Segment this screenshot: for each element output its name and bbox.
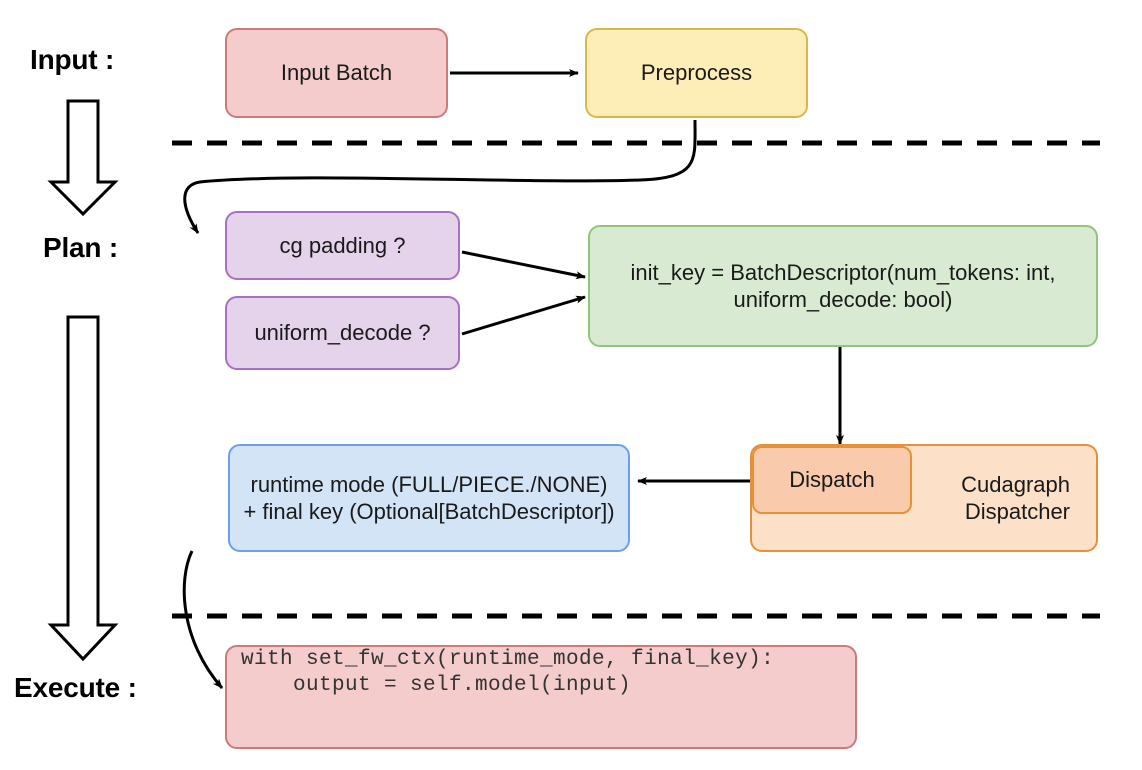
arrow-cg-padding-to-init-key: [461, 250, 586, 280]
node-runtime-mode-line1: runtime mode (FULL/PIECE./NONE): [250, 471, 608, 497]
node-preprocess[interactable]: Preprocess: [585, 28, 808, 118]
input-to-plan-big-arrow: [47, 99, 119, 217]
arrow-uniform-decode-to-init-key: [461, 295, 586, 336]
node-dispatch-label: Dispatch: [789, 467, 875, 493]
arrow-runtime-mode-to-execute-code: [182, 550, 224, 689]
node-input-batch-label: Input Batch: [280, 60, 393, 86]
node-uniform-decode-label: uniform_decode ?: [254, 320, 431, 346]
node-input-batch[interactable]: Input Batch: [225, 28, 448, 118]
node-cg-padding[interactable]: cg padding ?: [225, 211, 460, 280]
node-preprocess-label: Preprocess: [640, 60, 753, 86]
node-init-key[interactable]: init_key = BatchDescriptor(num_tokens: i…: [588, 225, 1098, 347]
node-cudagraph-dispatcher-label-line1: Cudagraph: [961, 471, 1070, 497]
stage-label-execute: Execute :: [14, 672, 137, 703]
node-runtime-mode[interactable]: runtime mode (FULL/PIECE./NONE) + final …: [228, 444, 630, 552]
node-init-key-line2: uniform_decode: bool): [733, 287, 953, 312]
node-dispatch[interactable]: Dispatch: [752, 446, 912, 514]
node-cudagraph-dispatcher-label-line2: Dispatcher: [964, 499, 1070, 524]
node-execute-code[interactable]: with set_fw_ctx(runtime_mode, final_key)…: [225, 645, 857, 749]
node-init-key-line1: init_key = BatchDescriptor(num_tokens: i…: [630, 259, 1056, 285]
node-cg-padding-label: cg padding ?: [279, 232, 406, 258]
node-execute-code-line2: output = self.model(input): [241, 674, 632, 698]
node-runtime-mode-line2: + final key (Optional[BatchDescriptor]): [243, 499, 615, 524]
plan-to-execute-big-arrow: [47, 315, 119, 662]
node-uniform-decode[interactable]: uniform_decode ?: [225, 296, 460, 370]
stage-label-input: Input :: [30, 44, 115, 75]
stage-label-plan: Plan :: [43, 232, 119, 263]
node-execute-code-line1: with set_fw_ctx(runtime_mode, final_key)…: [241, 648, 775, 671]
